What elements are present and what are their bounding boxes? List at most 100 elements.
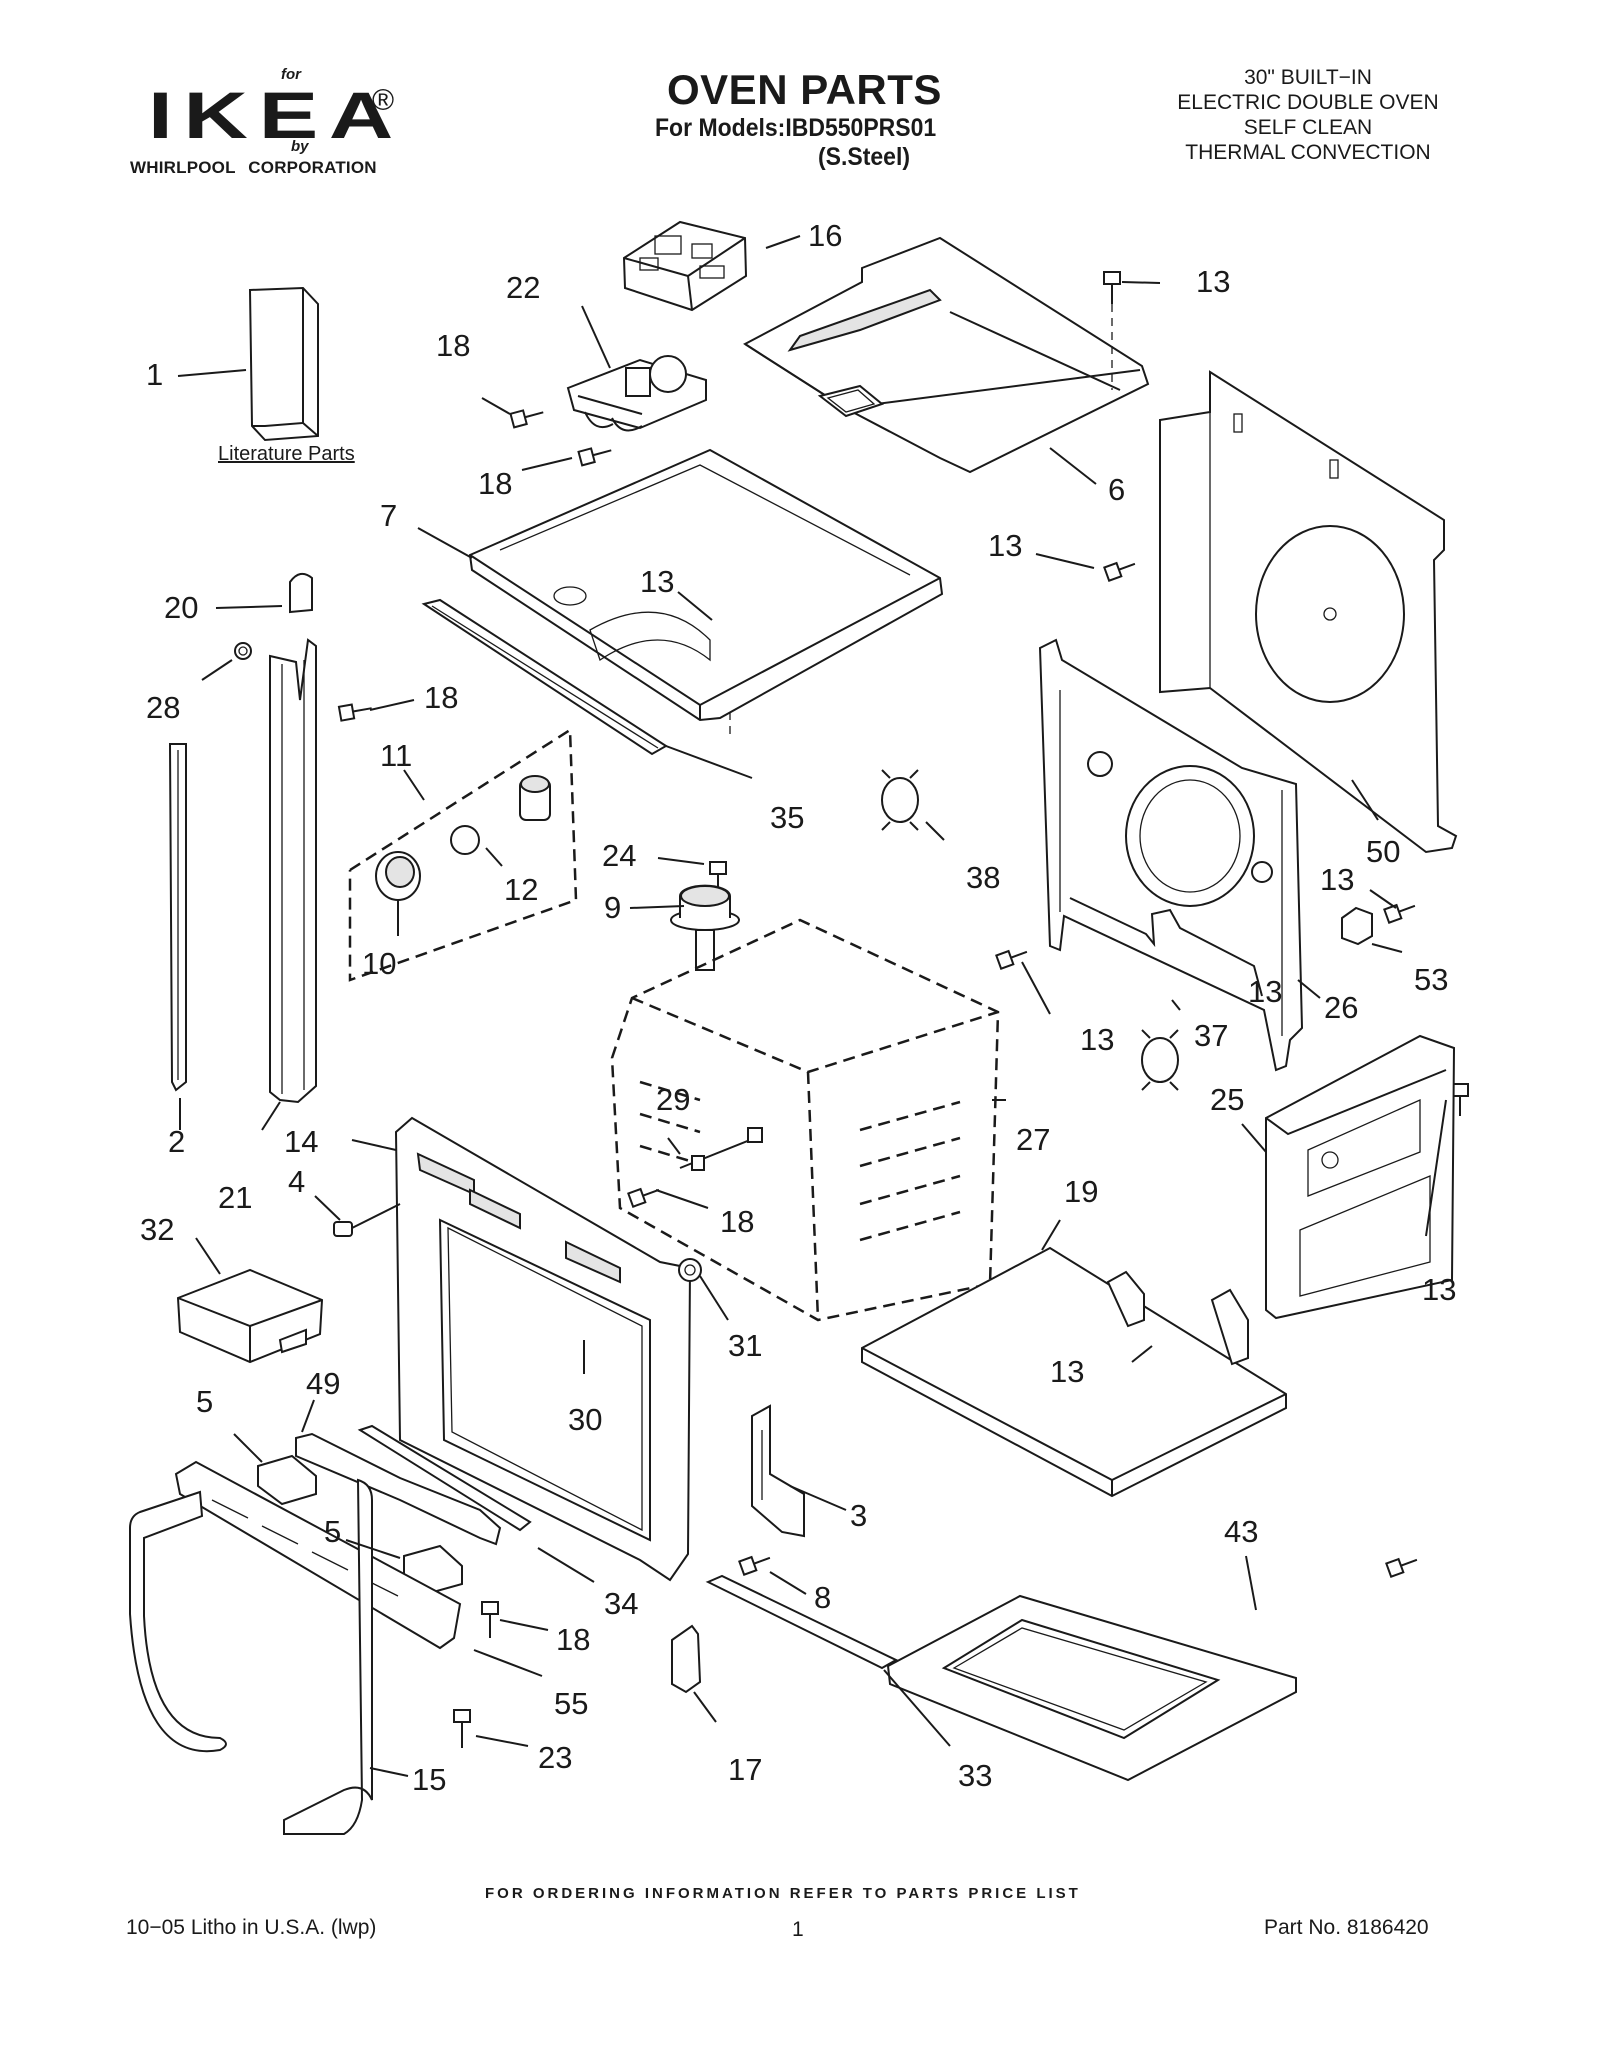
- callout-15: 15: [412, 1762, 446, 1797]
- callout-13-liner: 13: [640, 564, 674, 599]
- model-finish: (S.Steel): [818, 143, 911, 171]
- ordering-note: FOR ORDERING INFORMATION REFER TO PARTS …: [485, 1885, 1081, 1902]
- callout-8: 8: [814, 1580, 831, 1615]
- callout-53: 53: [1414, 962, 1448, 997]
- callout-19: 19: [1064, 1174, 1098, 1209]
- part-oven-cavity: [610, 918, 1000, 1322]
- description-line: THERMAL CONVECTION: [1185, 141, 1431, 164]
- callout-27: 27: [1016, 1122, 1050, 1157]
- brand-for-text: for: [281, 66, 301, 83]
- callout-26: 26: [1324, 990, 1358, 1025]
- part-base-pan: [886, 1594, 1297, 1782]
- callout-55: 55: [554, 1686, 588, 1721]
- part-module-box: [176, 1268, 324, 1364]
- callout-25: 25: [1210, 1082, 1244, 1117]
- part-latch-bracket: [566, 355, 707, 432]
- callout-30: 30: [568, 1402, 602, 1437]
- callout-18-b: 18: [478, 466, 512, 501]
- callout-14: 14: [284, 1124, 318, 1159]
- part-oven-top-liner: [468, 448, 944, 722]
- callout-18-c: 18: [424, 680, 458, 715]
- callout-1: 1: [146, 357, 163, 392]
- callout-32: 32: [140, 1212, 174, 1247]
- description-line: ELECTRIC DOUBLE OVEN: [1177, 91, 1439, 114]
- literature-parts-label: Literature Parts: [218, 443, 355, 465]
- callout-13-mid: 13: [1248, 974, 1282, 1009]
- part-end-cap: [289, 572, 313, 614]
- callout-13-back: 13: [1080, 1022, 1114, 1057]
- part-number: Part No. 8186420: [1264, 1916, 1429, 1939]
- callout-18-e: 18: [556, 1622, 590, 1657]
- part-vent-strip: [357, 1424, 532, 1532]
- callout-18-a: 18: [436, 328, 470, 363]
- callout-20: 20: [164, 590, 198, 625]
- part-control-board: [622, 220, 748, 312]
- callout-29: 29: [656, 1082, 690, 1117]
- part-hinge-bracket: [751, 1404, 805, 1538]
- part-fan-motor: [670, 884, 740, 971]
- callout-10: 10: [362, 946, 396, 981]
- callout-17: 17: [728, 1752, 762, 1787]
- callout-24: 24: [602, 838, 636, 873]
- part-mounting-clip: [1341, 906, 1373, 946]
- callout-18-d: 18: [720, 1204, 754, 1239]
- callout-7: 7: [380, 498, 397, 533]
- part-side-trim: [269, 638, 317, 1104]
- callout-13-clip: 13: [1320, 862, 1354, 897]
- part-lower-trim: [705, 1574, 899, 1670]
- callout-5b: 5: [324, 1514, 341, 1549]
- product-description: 30" BUILT−IN ELECTRIC DOUBLE OVEN SELF C…: [1118, 65, 1498, 165]
- callout-12: 12: [504, 872, 538, 907]
- callout-38: 38: [966, 860, 1000, 895]
- callout-11: 11: [380, 738, 412, 773]
- part-door-screw: [333, 1203, 401, 1237]
- part-bushing: [234, 642, 252, 660]
- callout-4: 4: [288, 1164, 305, 1199]
- callout-13-bottom: 13: [1050, 1354, 1084, 1389]
- description-line: 30" BUILT−IN: [1244, 66, 1372, 89]
- part-hinge-bushing: [678, 1258, 702, 1282]
- part-door-gasket: [129, 1478, 373, 1835]
- part-thermal-cutout-upper: [881, 769, 919, 831]
- callout-35: 35: [770, 800, 804, 835]
- callout-33: 33: [958, 1758, 992, 1793]
- page-title: OVEN PARTS: [667, 66, 942, 113]
- callout-28: 28: [146, 690, 180, 725]
- callout-16: 16: [808, 218, 842, 253]
- callout-22: 22: [506, 270, 540, 305]
- leader-lines: [177, 235, 1447, 1777]
- callout-49: 49: [306, 1366, 340, 1401]
- part-front-frame: [394, 1116, 692, 1582]
- part-vent-tube: [168, 743, 187, 1092]
- part-support-bracket: [671, 1624, 702, 1694]
- part-vent-trim: [174, 1460, 462, 1650]
- page-number: 1: [792, 1918, 804, 1941]
- callout-31: 31: [728, 1328, 762, 1363]
- litho-print-info: 10−05 Litho in U.S.A. (lwp): [126, 1916, 377, 1939]
- registered-mark: ®: [372, 84, 395, 117]
- callout-37: 37: [1194, 1018, 1228, 1053]
- part-callouts: 1 2 3 4 5 5 6 7 8 9 10 11 12 13 13 13 13…: [140, 218, 1456, 1797]
- part-oven-back: [1038, 638, 1304, 1072]
- brand-by-text: by: [291, 138, 309, 155]
- part-wire-harness: [679, 1127, 763, 1171]
- callout-5: 5: [196, 1384, 213, 1419]
- callout-43: 43: [1224, 1514, 1258, 1549]
- callout-13-top: 13: [1196, 264, 1230, 299]
- description-line: SELF CLEAN: [1243, 116, 1373, 139]
- ikea-logo: IKEA: [148, 78, 405, 152]
- callout-23: 23: [538, 1740, 572, 1775]
- part-thermal-cutout-lower: [1141, 1029, 1179, 1091]
- callout-21: 21: [218, 1180, 252, 1215]
- callout-13-panel: 13: [988, 528, 1022, 563]
- part-vent-channel: [295, 1432, 502, 1546]
- callout-34: 34: [604, 1586, 638, 1621]
- part-literature-book: [248, 286, 319, 442]
- part-rear-heat-shield: [1159, 370, 1458, 854]
- model-number: For Models:IBD550PRS01: [655, 114, 937, 142]
- screws: [337, 271, 1469, 1748]
- part-bottom-panel: [861, 1246, 1287, 1498]
- manufacturer-name: WHIRLPOOL CORPORATION: [130, 158, 377, 177]
